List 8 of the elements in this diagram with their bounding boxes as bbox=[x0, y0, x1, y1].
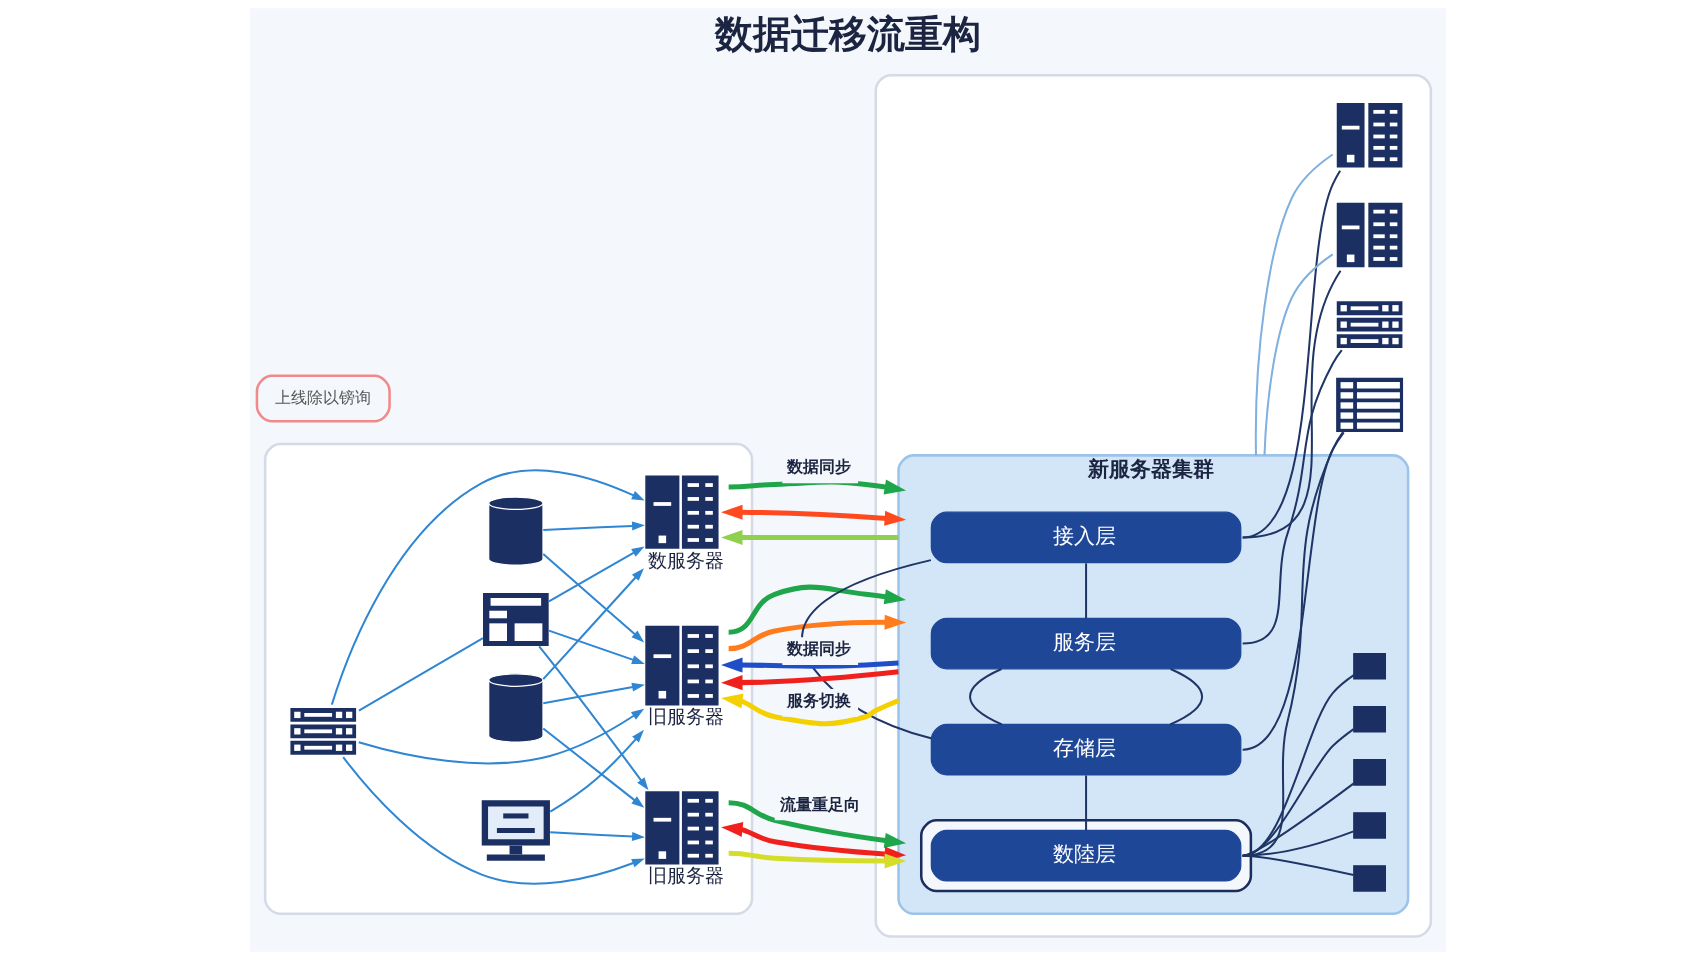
diagram-title: 数据迁移流重构 bbox=[714, 12, 981, 57]
edge-label: 数据同步 bbox=[787, 639, 852, 659]
node-label: 旧服务器 bbox=[647, 864, 724, 887]
edge-label: 数据同步 bbox=[787, 457, 852, 477]
node-label: 数服务器 bbox=[647, 548, 724, 571]
node-label: 旧服务器 bbox=[647, 705, 724, 728]
edge-label: 服务切换 bbox=[787, 690, 852, 710]
edge-label: 流量重足向 bbox=[779, 794, 860, 814]
